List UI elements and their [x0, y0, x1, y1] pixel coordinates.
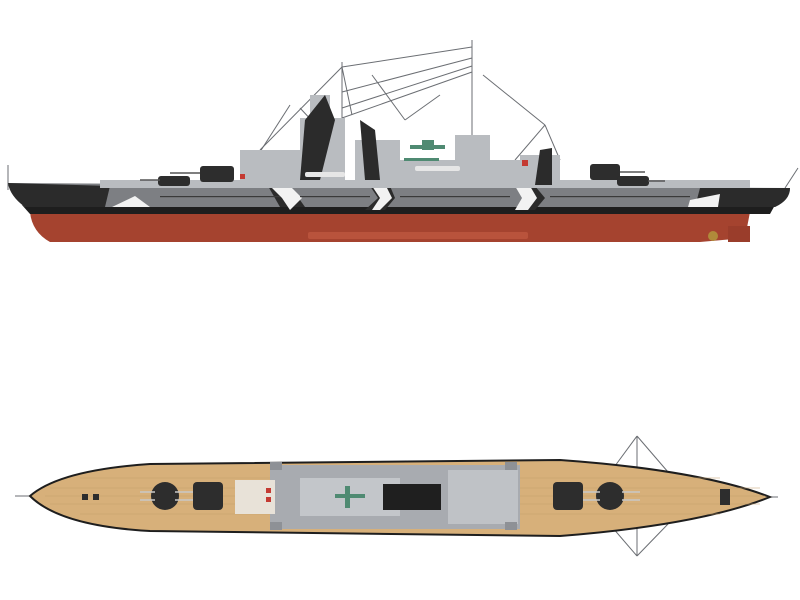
- red-marker-2: [266, 497, 271, 502]
- seaplane-plan: [335, 486, 365, 508]
- ship-boats: [305, 166, 460, 177]
- side-profile-illustration: [7, 40, 799, 242]
- rigging: [7, 40, 799, 190]
- camo-bow-dark: [695, 188, 790, 207]
- central-superstructure: [235, 465, 520, 529]
- plan-view-illustration: [15, 435, 778, 557]
- camo-stern-dark: [8, 183, 110, 207]
- funnel-camo: [300, 95, 335, 180]
- deck-fittings: [82, 489, 730, 505]
- bilge-keel: [308, 232, 528, 239]
- rudder: [728, 226, 750, 242]
- aa-mounts: [270, 462, 517, 530]
- ship-plan-view: [0, 420, 800, 600]
- red-marker-1: [266, 488, 271, 493]
- aft-camo: [535, 148, 552, 185]
- seaplane: [404, 140, 445, 161]
- hull-lower-red: [30, 212, 750, 242]
- splinter-camouflage: [112, 186, 720, 210]
- portholes: [160, 196, 690, 198]
- funnel: [360, 120, 380, 180]
- hull-upper: [8, 183, 790, 207]
- ship-side-profile: [0, 0, 800, 260]
- gun-barrels: [140, 171, 665, 182]
- main-turrets-plan: [151, 482, 624, 510]
- red-marker-fwd: [522, 160, 528, 166]
- main-turrets: [158, 164, 649, 186]
- boot-top: [22, 205, 775, 214]
- gun-barrels-plan: [140, 491, 640, 501]
- propeller: [708, 231, 718, 241]
- red-marker-aft: [240, 174, 245, 179]
